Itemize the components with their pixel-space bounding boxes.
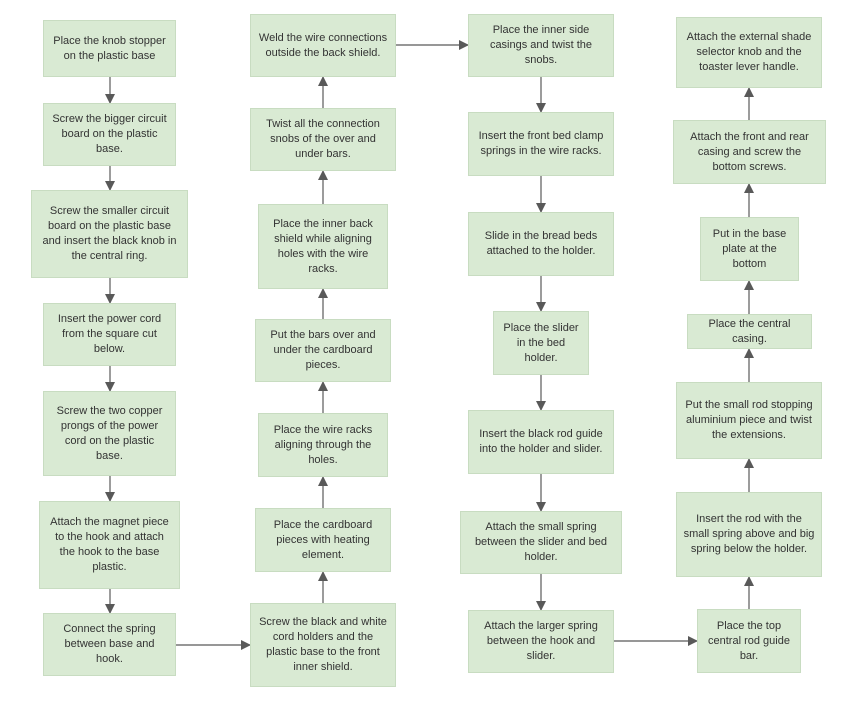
step-c4-3: Put in the base plate at the bottom	[700, 217, 799, 281]
step-c2-4: Put the bars over and under the cardboar…	[255, 319, 391, 382]
step-c4-6: Insert the rod with the small spring abo…	[676, 492, 822, 577]
step-c2-2: Twist all the connection snobs of the ov…	[250, 108, 396, 171]
step-c3-5: Insert the black rod guide into the hold…	[468, 410, 614, 474]
step-c1-5: Screw the two copper prongs of the power…	[43, 391, 176, 476]
step-c2-5: Place the wire racks aligning through th…	[258, 413, 388, 477]
step-c4-4: Place the central casing.	[687, 314, 812, 349]
step-c3-3: Slide in the bread beds attached to the …	[468, 212, 614, 276]
step-c1-2: Screw the bigger circuit board on the pl…	[43, 103, 176, 166]
step-c1-7: Connect the spring between base and hook…	[43, 613, 176, 676]
step-c4-2: Attach the front and rear casing and scr…	[673, 120, 826, 184]
step-c2-1: Weld the wire connections outside the ba…	[250, 14, 396, 77]
step-c2-3: Place the inner back shield while aligni…	[258, 204, 388, 289]
step-c3-4: Place the slider in the bed holder.	[493, 311, 589, 375]
step-c1-1: Place the knob stopper on the plastic ba…	[43, 20, 176, 77]
step-c2-7: Screw the black and white cord holders a…	[250, 603, 396, 687]
step-c2-6: Place the cardboard pieces with heating …	[255, 508, 391, 572]
step-c4-1: Attach the external shade selector knob …	[676, 17, 822, 88]
step-c4-7: Place the top central rod guide bar.	[697, 609, 801, 673]
step-c3-2: Insert the front bed clamp springs in th…	[468, 112, 614, 176]
step-c1-3: Screw the smaller circuit board on the p…	[31, 190, 188, 278]
step-c1-6: Attach the magnet piece to the hook and …	[39, 501, 180, 589]
step-c3-6: Attach the small spring between the slid…	[460, 511, 622, 574]
step-c3-1: Place the inner side casings and twist t…	[468, 14, 614, 77]
step-c4-5: Put the small rod stopping aluminium pie…	[676, 382, 822, 459]
step-c1-4: Insert the power cord from the square cu…	[43, 303, 176, 366]
step-c3-7: Attach the larger spring between the hoo…	[468, 610, 614, 673]
